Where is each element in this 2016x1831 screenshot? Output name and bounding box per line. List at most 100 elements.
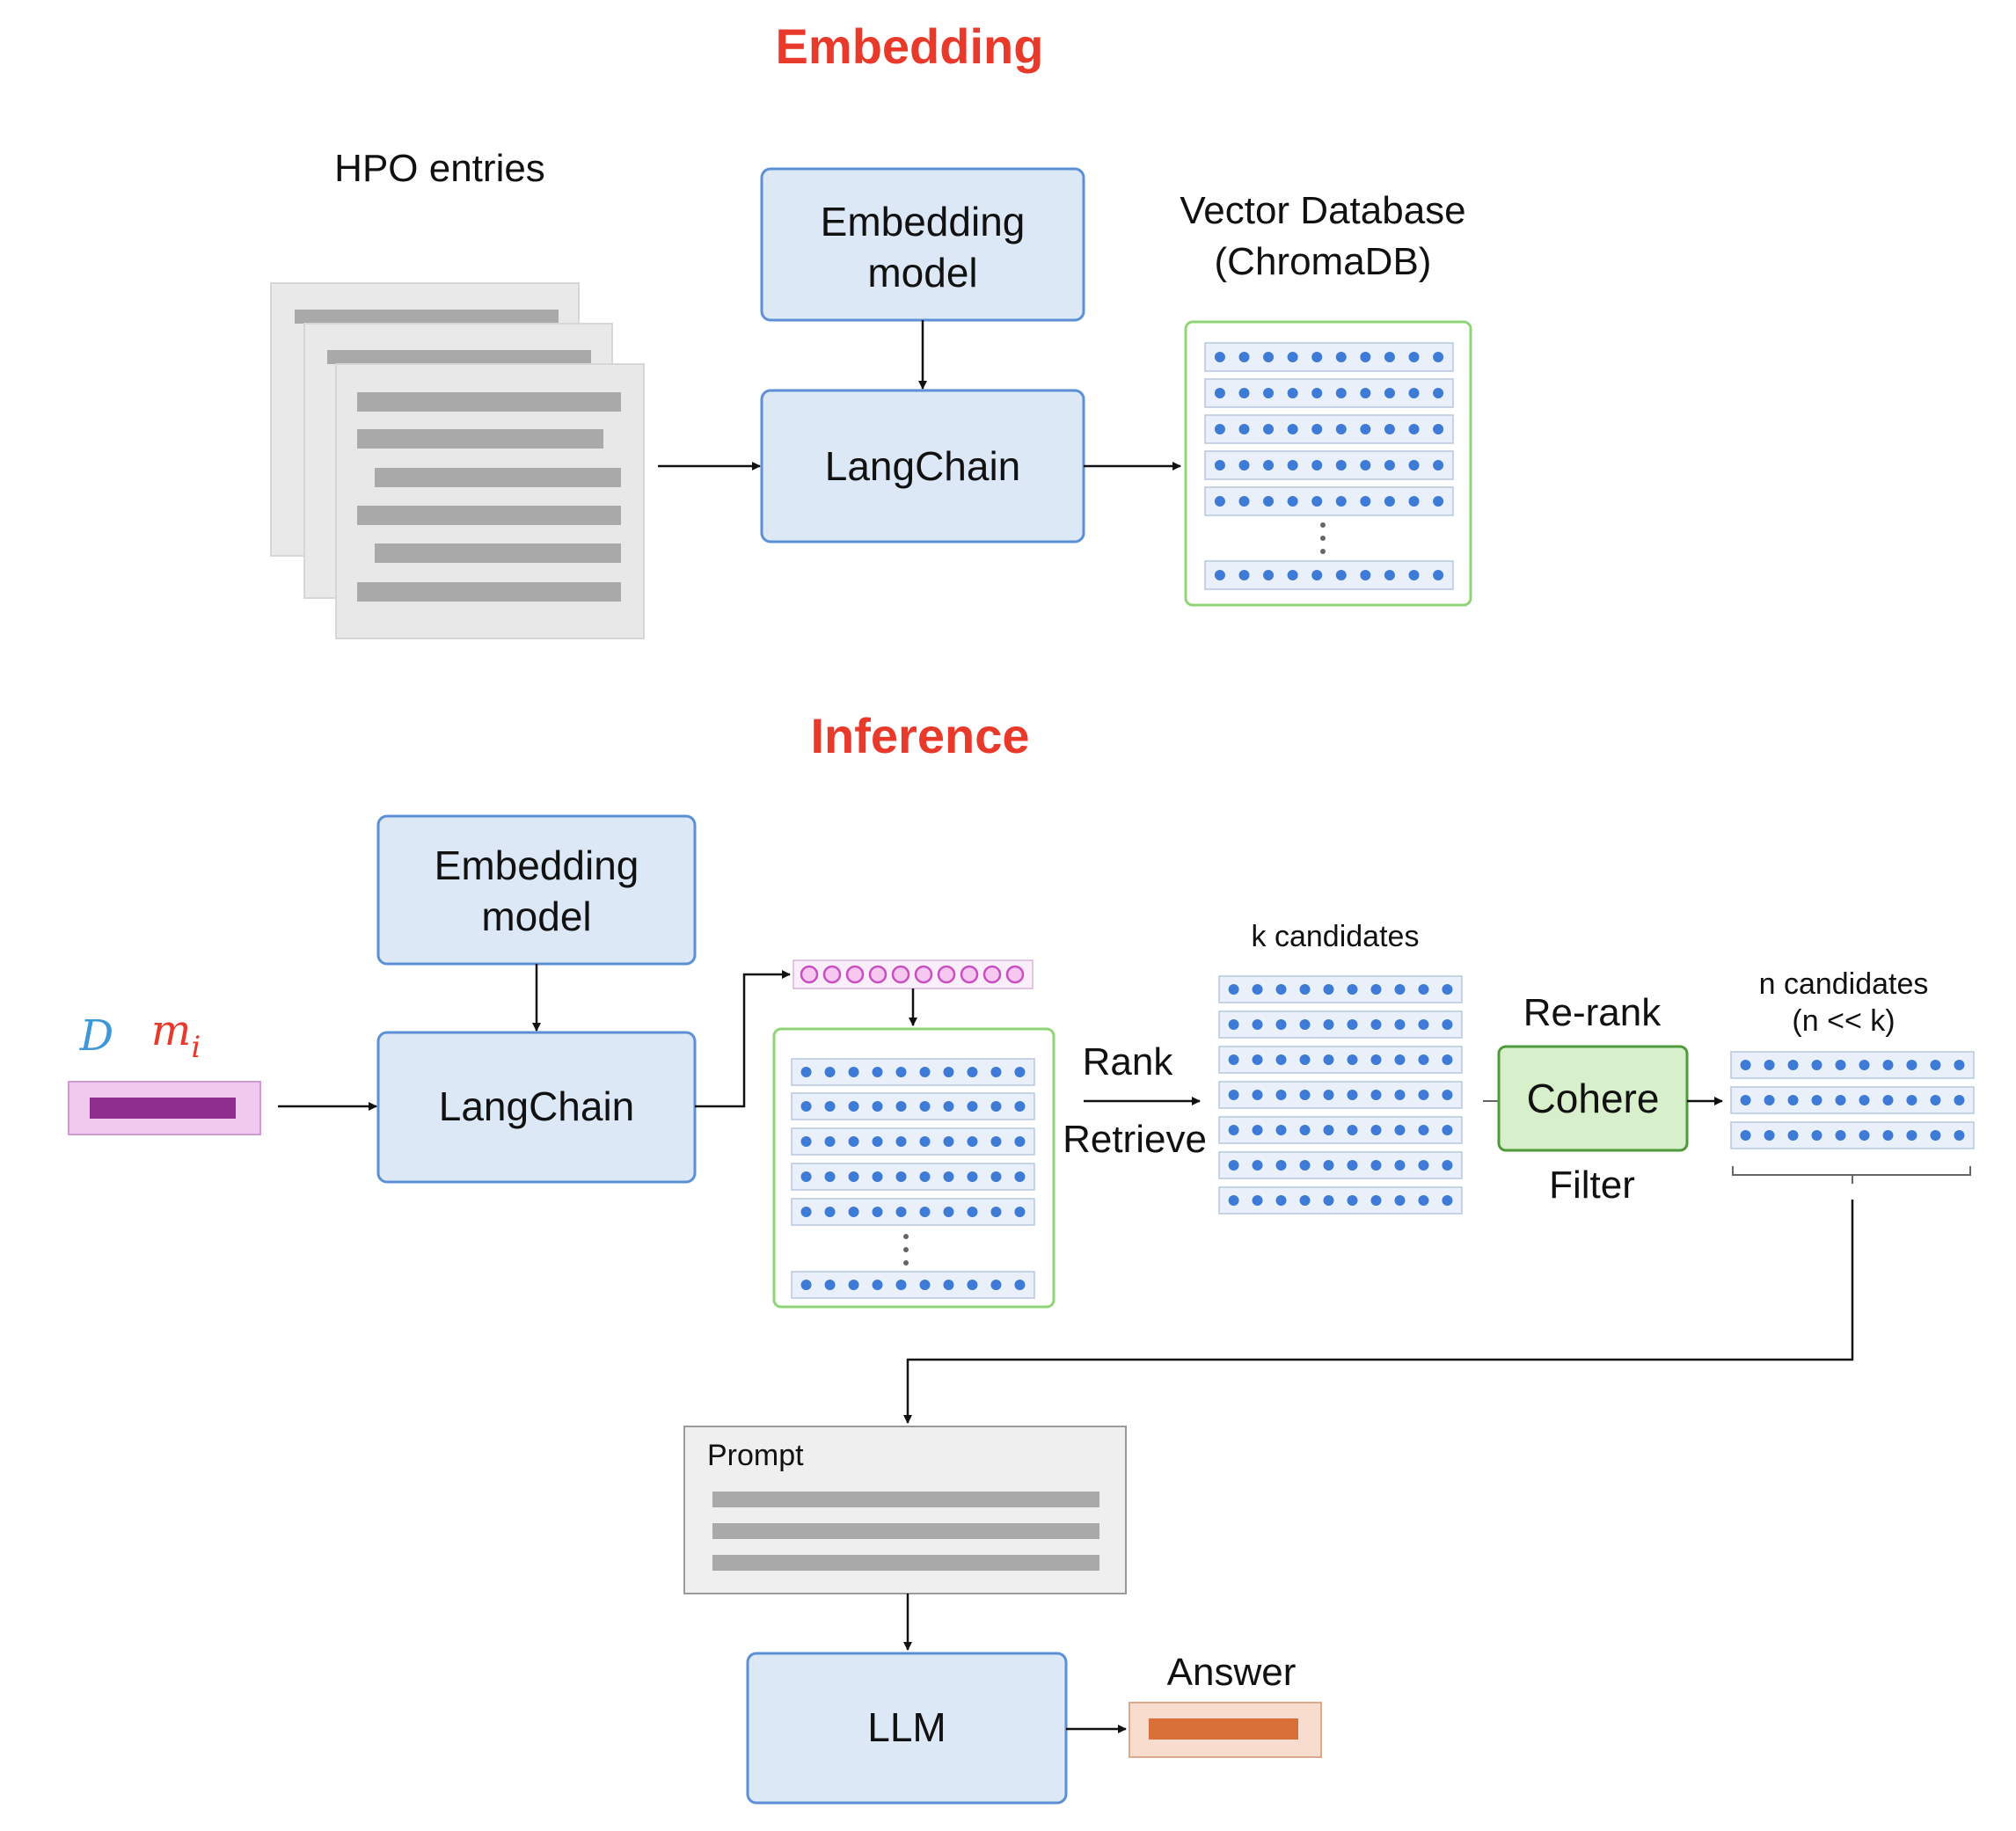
vector-dot: [1214, 352, 1225, 362]
query-dot: [1005, 965, 1025, 984]
embedding-model-label-line2: model: [867, 250, 977, 295]
rerank-label: Re-rank: [1523, 991, 1662, 1034]
vector-dot: [1014, 1171, 1026, 1182]
rank-label: Rank: [1083, 1040, 1174, 1083]
vector-dot: [800, 1207, 812, 1217]
vector-dot: [967, 1171, 978, 1182]
vector-dot: [1433, 352, 1444, 362]
vector-dot: [1433, 388, 1444, 398]
candidate-row: [1218, 1151, 1463, 1179]
vector-database-rows-bottom: [791, 1058, 1035, 1299]
vector-dot: [1442, 1195, 1453, 1206]
vector-dot: [1347, 984, 1358, 995]
candidate-row: [1218, 1046, 1463, 1074]
vector-dot: [1740, 1095, 1751, 1105]
vector-dot: [1214, 460, 1225, 471]
vector-dot: [1263, 388, 1275, 398]
langchain-label-top: LangChain: [825, 443, 1021, 489]
candidate-row: [1218, 1010, 1463, 1039]
vector-dot: [1433, 496, 1444, 507]
input-text-block: [68, 1081, 261, 1135]
vector-dot: [1238, 388, 1250, 398]
vector-dot: [1835, 1060, 1846, 1070]
vector-dot: [1287, 460, 1298, 471]
vector-row: [1204, 414, 1454, 444]
vector-row: [1204, 342, 1454, 372]
vector-dot: [919, 1101, 931, 1112]
vector-dot: [1418, 1160, 1429, 1171]
vector-dot: [1228, 1019, 1239, 1030]
vector-dot: [1228, 984, 1239, 995]
ellipsis-dots: [1320, 522, 1326, 554]
vector-dot: [1930, 1060, 1941, 1070]
query-dot: [891, 965, 910, 984]
vector-dot: [1299, 1054, 1311, 1065]
vector-dot: [1252, 1125, 1263, 1135]
vector-dot: [1275, 1195, 1287, 1206]
vector-dot: [943, 1207, 954, 1217]
vector-dot: [1252, 1019, 1263, 1030]
vector-dot: [1370, 1090, 1382, 1100]
vector-dot: [1394, 1090, 1406, 1100]
vector-dot: [919, 1171, 931, 1182]
vector-dot: [1370, 1019, 1382, 1030]
vector-dot: [1360, 424, 1371, 434]
vector-dot: [1433, 460, 1444, 471]
vector-dot: [1311, 496, 1323, 507]
vector-dot: [1214, 388, 1225, 398]
vector-dot: [848, 1136, 859, 1147]
k-candidates-label: k candidates: [1252, 920, 1420, 953]
vector-dot: [1263, 460, 1275, 471]
hpo-entries-label: HPO entries: [334, 147, 545, 190]
query-dot: [868, 965, 887, 984]
vector-dot: [1311, 352, 1323, 362]
vector-dot: [1859, 1095, 1870, 1105]
vector-row: [791, 1198, 1035, 1226]
vector-dot: [1394, 1054, 1406, 1065]
vector-dot: [967, 1101, 978, 1112]
vector-dot: [1287, 424, 1298, 434]
prompt-box: Prompt: [683, 1426, 1127, 1594]
vector-dot: [895, 1101, 907, 1112]
input-d-symbol: D: [79, 1011, 113, 1061]
vector-dot: [1228, 1054, 1239, 1065]
vector-dot: [1238, 424, 1250, 434]
vector-dot: [1275, 1054, 1287, 1065]
vector-dot: [1360, 570, 1371, 580]
query-dot: [822, 965, 842, 984]
candidate-row: [1218, 1081, 1463, 1109]
vector-dot: [1442, 1019, 1453, 1030]
vector-dot: [1347, 1160, 1358, 1171]
embedding-model-label-line1: Embedding: [821, 199, 1026, 244]
vector-dot: [1740, 1060, 1751, 1070]
n-candidates-brace: [1732, 1166, 1971, 1184]
vector-dot: [1384, 388, 1395, 398]
vector-dot: [1299, 1160, 1311, 1171]
answer-block: [1129, 1702, 1322, 1758]
vector-dot: [1360, 496, 1371, 507]
query-dot: [960, 965, 979, 984]
vector-dot: [1954, 1060, 1965, 1070]
vector-dot: [1323, 1195, 1334, 1206]
vector-dot: [1360, 388, 1371, 398]
vector-dot: [1906, 1095, 1917, 1105]
vector-dot: [1360, 352, 1371, 362]
vector-dot: [1835, 1130, 1846, 1141]
filter-label: Filter: [1549, 1164, 1635, 1207]
embedding-model-label-b-line1: Embedding: [435, 843, 639, 888]
vector-dot: [1228, 1160, 1239, 1171]
embedding-model-box-top: Embedding model: [760, 167, 1085, 322]
vector-dot: [1323, 1160, 1334, 1171]
vector-dot: [1418, 1195, 1429, 1206]
vector-dot: [1442, 1054, 1453, 1065]
n-candidates-rows: [1730, 1051, 1975, 1149]
vector-dot: [1347, 1019, 1358, 1030]
vector-dot: [943, 1280, 954, 1290]
vector-dot: [1275, 984, 1287, 995]
vector-dot: [1787, 1095, 1799, 1105]
vector-dot: [1394, 1019, 1406, 1030]
candidate-row: [1730, 1051, 1975, 1079]
vector-dot: [1954, 1095, 1965, 1105]
vector-row: [791, 1127, 1035, 1156]
vector-row: [791, 1271, 1035, 1299]
